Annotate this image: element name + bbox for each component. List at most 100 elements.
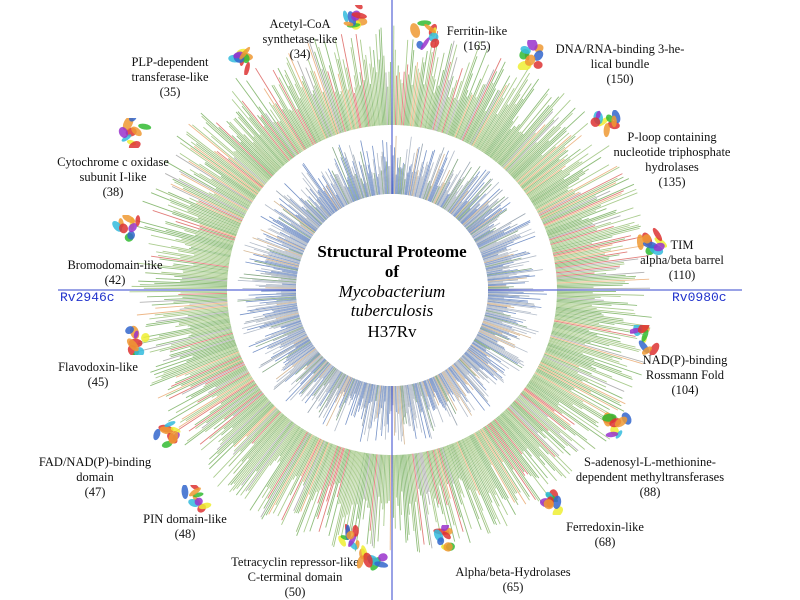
structure-spike <box>309 42 341 134</box>
protein-structure-icon <box>602 412 632 439</box>
structure-spike <box>290 360 328 401</box>
structure-spike <box>462 71 498 142</box>
structure-spike <box>538 192 582 215</box>
structure-spike <box>402 385 407 414</box>
structure-spike <box>421 452 430 493</box>
structure-spike <box>437 374 458 411</box>
structure-spike <box>369 63 377 126</box>
structure-spike <box>346 179 357 202</box>
structure-spike <box>434 79 450 131</box>
structure-spike <box>271 323 303 336</box>
structure-spike <box>364 164 372 197</box>
fold-name-line: Ferredoxin-like <box>566 520 644 534</box>
structure-spike <box>354 87 363 128</box>
structure-spike <box>526 384 607 442</box>
structure-spike <box>322 374 347 419</box>
structure-spike <box>549 339 620 363</box>
structure-spike <box>485 310 511 317</box>
structure-spike <box>353 93 362 129</box>
structure-spike <box>450 444 480 520</box>
structure-spike <box>187 310 229 317</box>
structure-spike <box>220 176 255 200</box>
structure-spike <box>245 297 297 303</box>
structure-spike <box>169 333 234 353</box>
structure-spike <box>170 201 239 230</box>
fold-name-line: NAD(P)-binding <box>642 353 728 367</box>
structure-spike <box>487 275 536 281</box>
structure-spike <box>273 319 301 329</box>
structure-spike <box>422 180 431 200</box>
structure-spike <box>178 314 230 324</box>
structure-spike <box>167 356 242 391</box>
structure-spike <box>337 373 347 389</box>
structure-spike <box>309 446 340 532</box>
structure-spike <box>229 418 289 493</box>
fold-name-line: PIN domain-like <box>143 512 227 526</box>
fold-name-line: synthetase-like <box>262 32 338 46</box>
structure-spike <box>524 387 575 425</box>
structure-spike <box>493 419 540 479</box>
structure-spike <box>475 337 525 367</box>
structure-spike <box>318 196 334 215</box>
structure-spike <box>270 336 309 359</box>
structure-spike <box>556 277 636 283</box>
structure-spike <box>555 261 624 271</box>
structure-spike <box>383 55 387 126</box>
structure-spike <box>378 59 384 126</box>
structure-spike <box>204 363 245 385</box>
structure-spike <box>469 435 504 499</box>
structure-spike <box>518 394 586 450</box>
fold-label: DNA/RNA-binding 3-he-lical bundle(150) <box>525 42 715 87</box>
structure-spike <box>481 428 504 463</box>
structure-spike <box>437 448 449 485</box>
structure-spike <box>331 170 350 205</box>
structure-spike <box>480 231 536 255</box>
structure-spike <box>273 268 298 274</box>
structure-spike <box>499 414 557 481</box>
structure-spike <box>440 447 471 543</box>
structure-spike <box>431 449 456 542</box>
fold-name-line: DNA/RNA-binding 3-he- <box>555 42 685 56</box>
structure-spike <box>300 438 321 477</box>
structure-spike <box>496 96 552 164</box>
structure-spike <box>355 33 370 127</box>
structure-spike <box>476 335 519 359</box>
structure-spike <box>264 322 302 337</box>
structure-spike <box>339 449 350 484</box>
structure-spike <box>272 104 303 152</box>
structure-spike <box>487 298 529 303</box>
structure-spike <box>446 368 467 397</box>
structure-spike <box>542 198 598 224</box>
structure-spike <box>483 251 508 261</box>
structure-spike <box>309 188 332 216</box>
structure-spike <box>490 421 532 477</box>
structure-spike <box>187 210 239 231</box>
structure-spike <box>437 373 450 395</box>
structure-spike <box>487 292 547 295</box>
structure-spike <box>486 305 538 316</box>
structure-spike <box>291 347 316 366</box>
structure-spike <box>165 229 233 249</box>
structure-spike <box>485 255 537 269</box>
structure-spike <box>168 373 250 422</box>
structure-spike <box>471 218 498 237</box>
structure-spike <box>260 229 305 251</box>
structure-spike <box>205 122 270 180</box>
structure-spike <box>497 416 532 457</box>
structure-spike <box>536 369 610 411</box>
structure-spike <box>282 283 297 286</box>
structure-spike <box>326 376 351 427</box>
structure-spike <box>287 328 305 337</box>
structure-spike <box>477 220 531 248</box>
structure-spike <box>303 354 322 370</box>
structure-spike <box>525 144 593 194</box>
structure-spike <box>327 448 347 516</box>
structure-spike <box>554 319 611 331</box>
structure-spike <box>356 452 367 505</box>
figure-title: Structural Proteome of Mycobacterium tub… <box>292 242 492 344</box>
structure-spike <box>392 25 395 126</box>
structure-spike <box>164 296 228 301</box>
structure-spike <box>373 178 377 196</box>
structure-spike <box>437 76 454 132</box>
